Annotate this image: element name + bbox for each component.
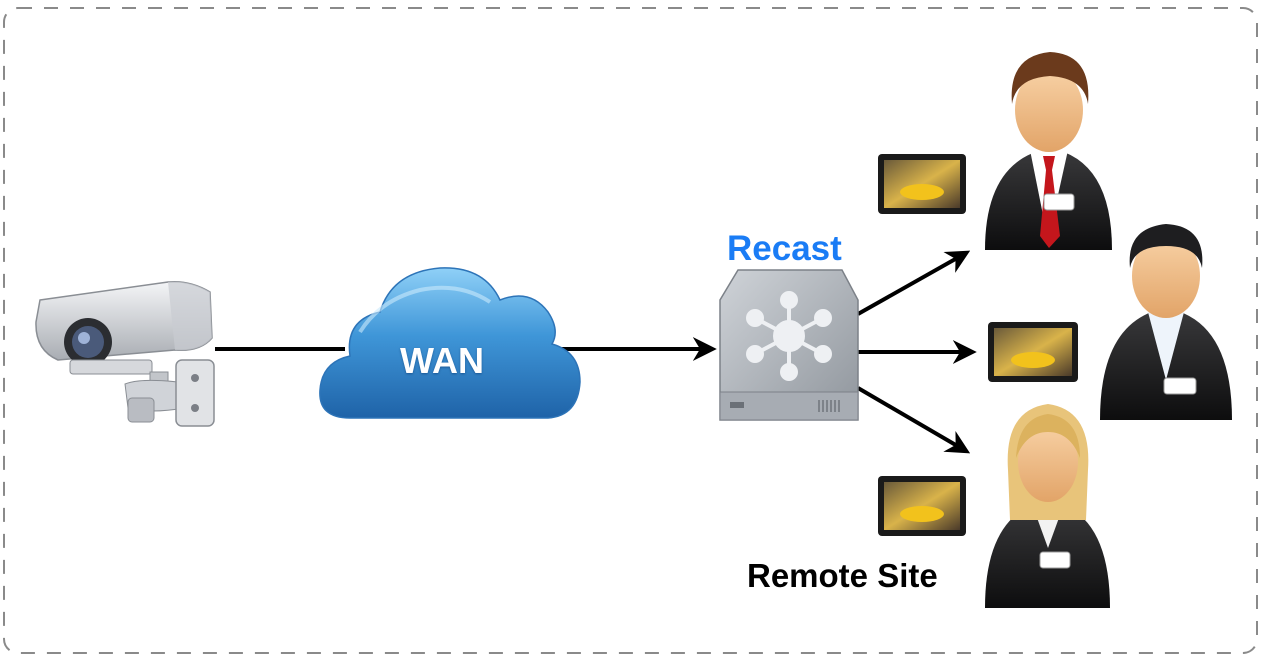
dashed-border [3, 7, 1258, 654]
server-icon [719, 269, 859, 421]
user-icon [1100, 224, 1232, 420]
server-to-user3-arrow [856, 386, 971, 454]
recast-label: Recast [727, 229, 842, 268]
wan-label: WAN [400, 340, 484, 381]
video-thumbnail-icon [878, 476, 966, 536]
user-icon [985, 404, 1110, 608]
video-thumbnail-icon [878, 154, 966, 214]
cloud-icon [319, 267, 581, 419]
security-camera-icon [35, 280, 215, 427]
server-to-user1-arrow [857, 250, 971, 316]
user-icon [985, 52, 1112, 250]
remote-site-label: Remote Site [747, 557, 938, 594]
video-thumbnail-icon [988, 322, 1078, 382]
